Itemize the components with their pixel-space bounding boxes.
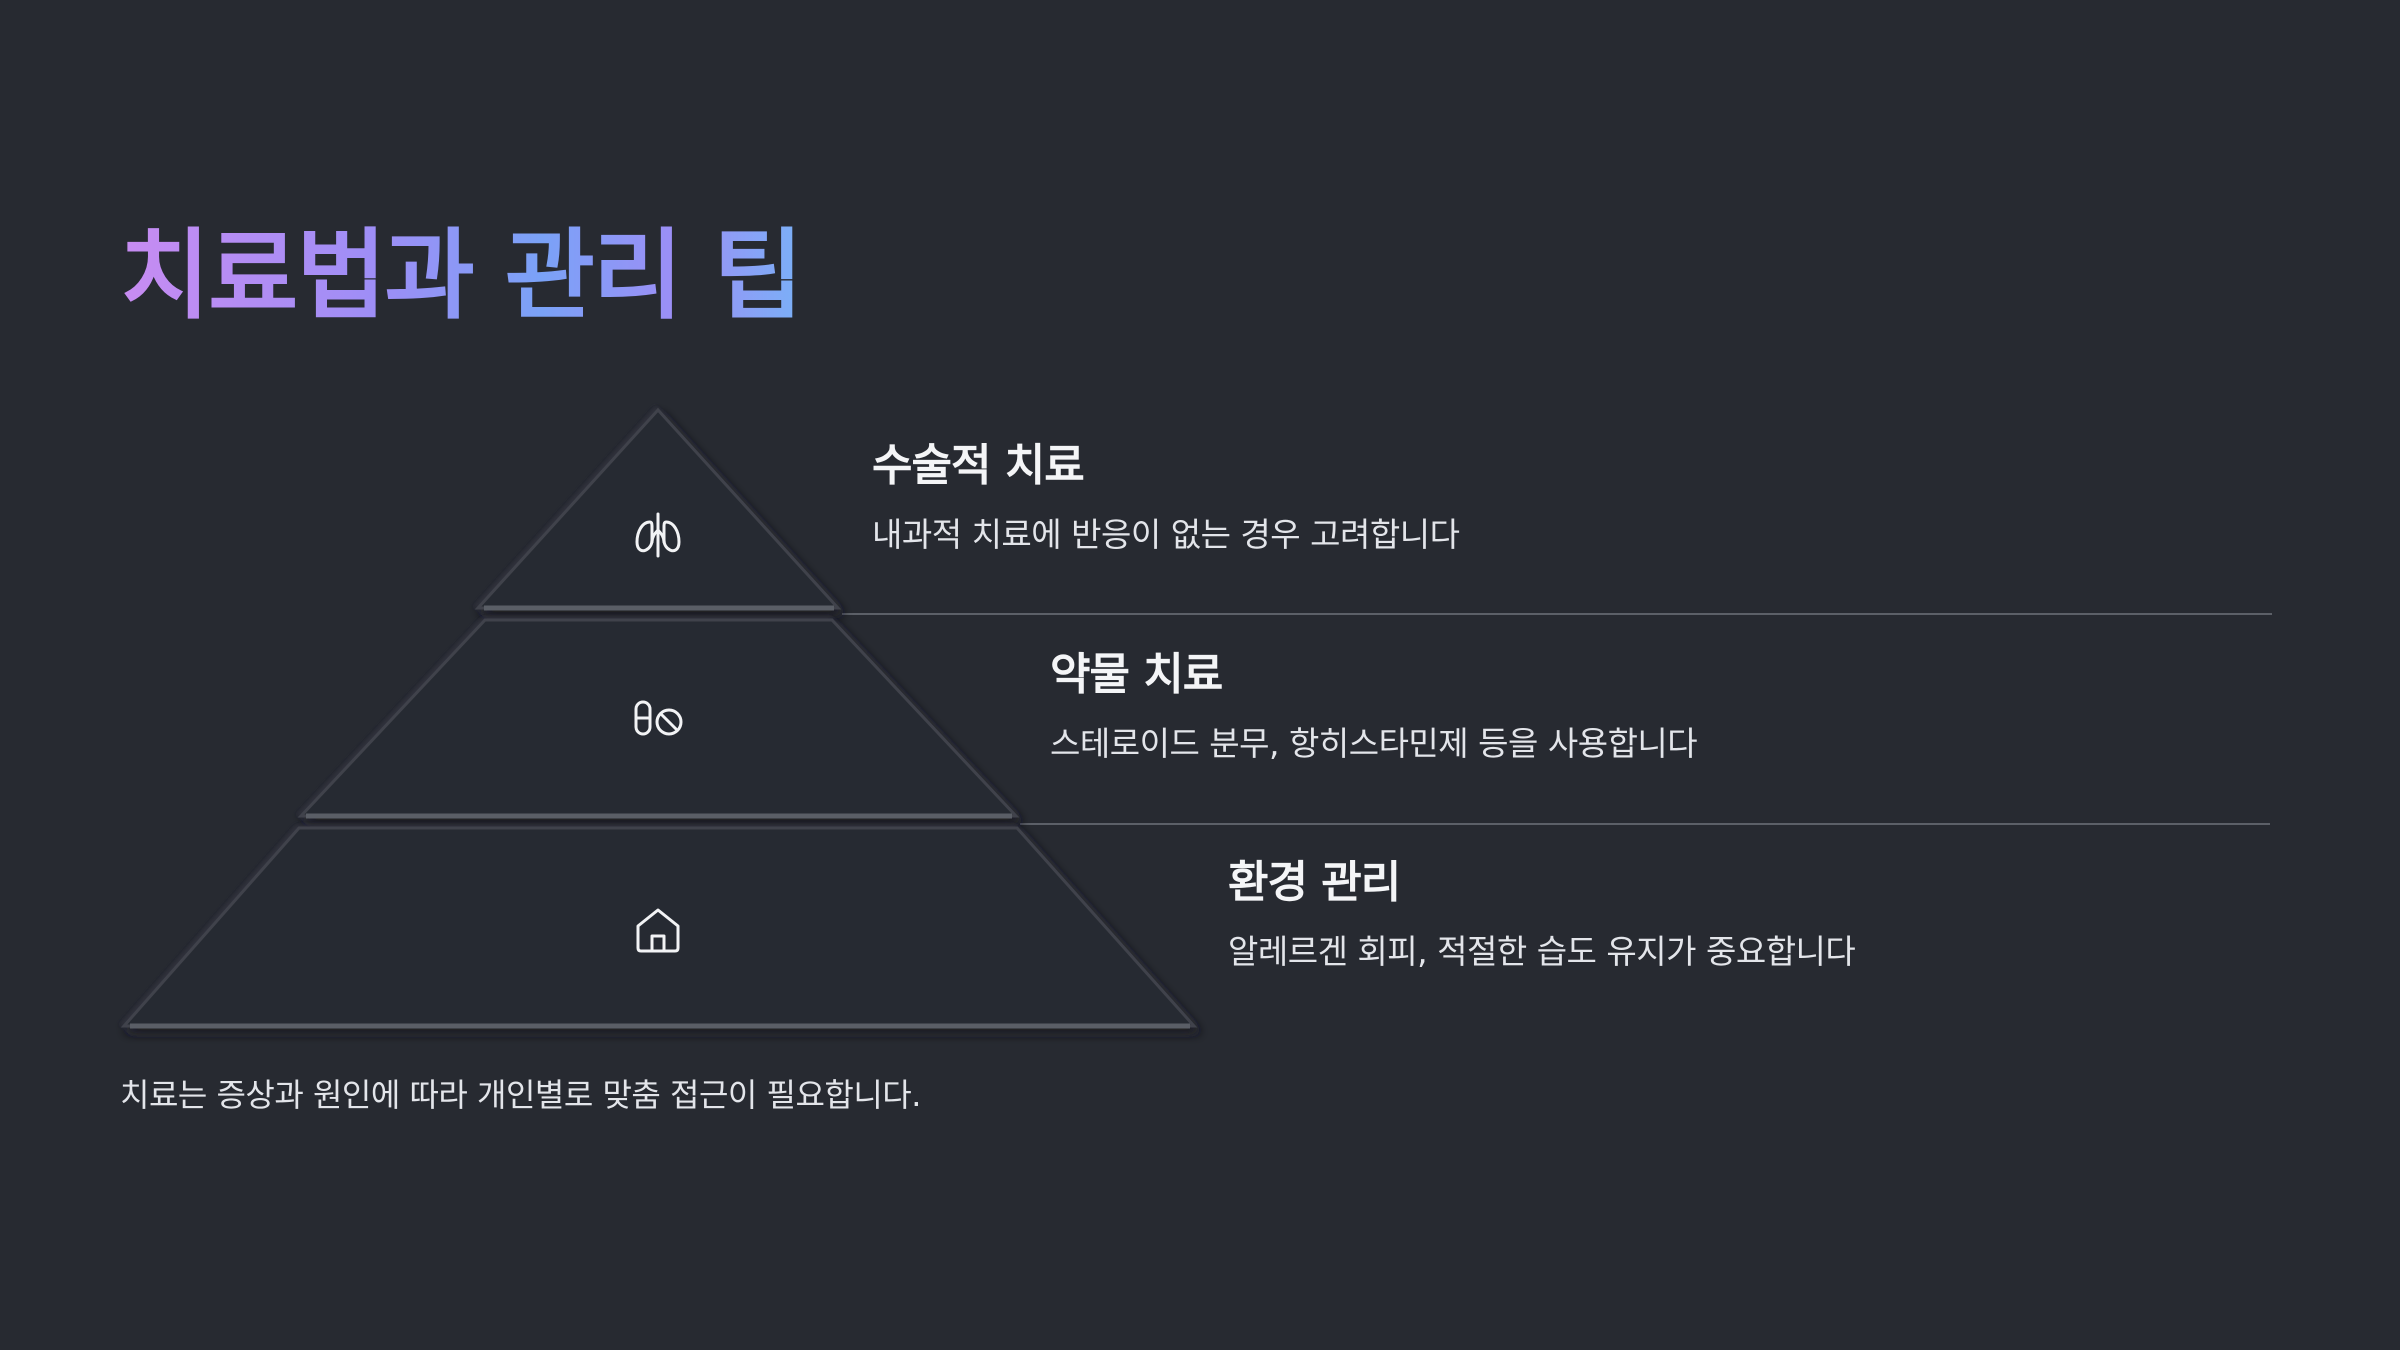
tier-heading: 환경 관리 [1228,857,1401,908]
tier-description: 내과적 치료에 반응이 없는 경우 고려합니다 [872,514,1460,554]
pyramid-tier-top [474,407,842,611]
tier-description: 알레르겐 회피, 적절한 습도 유지가 중요합니다 [1228,931,1856,971]
pyramid-tier-bottom [120,826,1198,1029]
home-icon [636,908,680,953]
page-title: 치료법과 관리 팁 [120,219,803,333]
footer-note: 치료는 증상과 원인에 따라 개인별로 맞춤 접근이 필요합니다. [120,1076,921,1114]
pills-icon [634,700,683,736]
tier-text-medication: 약물 치료 스테로이드 분무, 항히스타민제 등을 사용합니다 [1050,649,1698,763]
lungs-icon [635,512,681,558]
tier-heading: 약물 치료 [1050,649,1223,700]
tier-heading: 수술적 치료 [872,440,1085,491]
tier-text-environment: 환경 관리 알레르겐 회피, 적절한 습도 유지가 중요합니다 [1228,857,1856,971]
tier-text-surgical: 수술적 치료 내과적 치료에 반응이 없는 경우 고려합니다 [872,440,1460,554]
tier-description: 스테로이드 분무, 항히스타민제 등을 사용합니다 [1050,723,1698,763]
